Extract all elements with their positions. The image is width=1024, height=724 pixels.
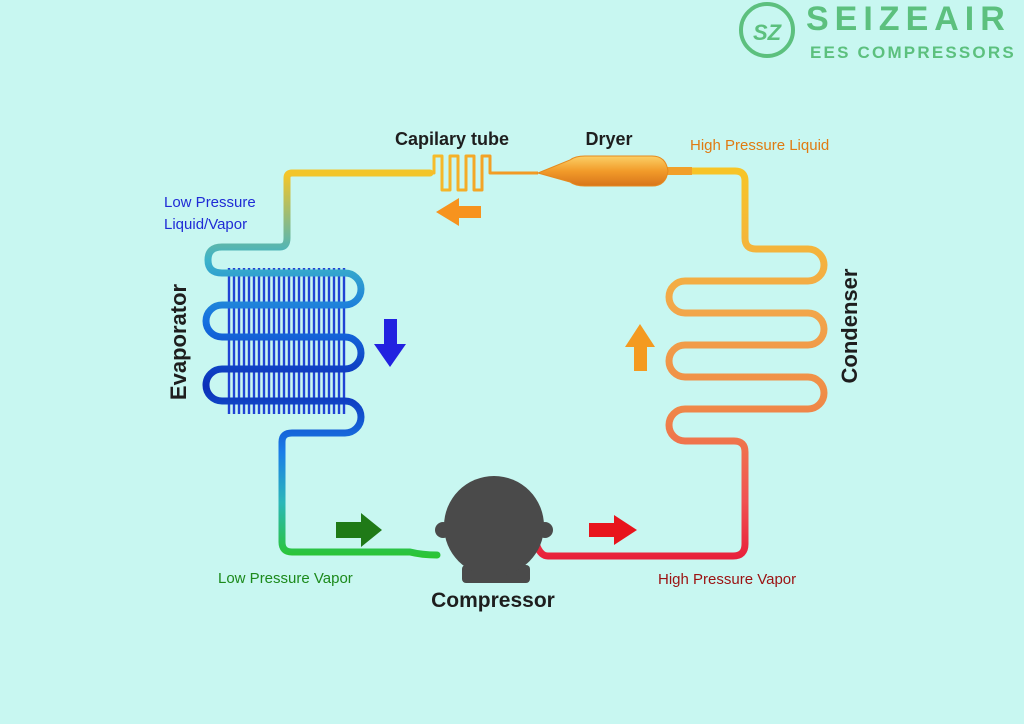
logo-tagline: EES COMPRESSORS — [810, 43, 1016, 62]
condenser-label: Condenser — [837, 268, 862, 383]
compressor-label: Compressor — [431, 589, 555, 612]
capillary-tube-coil — [430, 154, 538, 192]
up-arrow-orange-icon — [625, 324, 655, 371]
dryer — [536, 155, 692, 187]
compressor — [435, 476, 553, 583]
capillary-tube-label: Capilary tube — [395, 129, 509, 149]
evaporator-fins — [227, 268, 346, 414]
seizeair-logo: SZ SEIZEAIR EES COMPRESSORS — [739, 0, 1016, 62]
low-pressure-vapor-label: Low Pressure Vapor — [218, 570, 353, 587]
logo-brand: SEIZEAIR — [806, 0, 1011, 38]
logo-mark: SZ — [753, 20, 783, 45]
low-pressure-liquid-vapor-label-line1: Low Pressure — [164, 194, 256, 211]
right-arrow-green-icon — [336, 513, 382, 547]
condenser-coil-pipe — [533, 167, 828, 560]
high-pressure-liquid-label: High Pressure Liquid — [690, 137, 829, 154]
dryer-label: Dryer — [585, 129, 632, 149]
evaporator-coil-pipe — [202, 169, 441, 559]
evaporator-label: Evaporator — [166, 283, 191, 400]
right-arrow-red-icon — [589, 515, 637, 545]
down-arrow-blue-icon — [374, 319, 406, 367]
high-pressure-vapor-label: High Pressure Vapor — [658, 571, 796, 588]
left-arrow-orange-icon — [436, 198, 481, 226]
low-pressure-liquid-vapor-label-line2: Liquid/Vapor — [164, 216, 247, 233]
